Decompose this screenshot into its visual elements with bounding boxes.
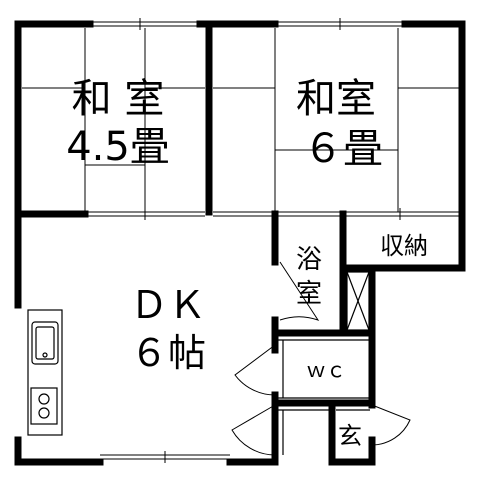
room-label-wc: ｗｃ	[306, 358, 346, 382]
room-label-dk-line2: ６帖	[130, 331, 206, 375]
room-label-washitsu-small-line1: 和 室	[72, 76, 165, 122]
room-label-washitsu-large-line2: ６畳	[303, 126, 383, 172]
room-label-bath-line1: 浴	[296, 245, 322, 275]
walls	[14, 20, 466, 466]
room-label-bath-line2: 室	[296, 279, 322, 309]
windows	[22, 18, 460, 463]
room-label-entrance: 玄	[338, 422, 362, 450]
partition-lines	[278, 271, 370, 455]
room-label-dk-line1: ＤＫ	[130, 283, 206, 327]
room-label-washitsu-small-line2: 4.5畳	[66, 124, 170, 170]
stove-icon	[30, 387, 58, 425]
room-label-washitsu-large-line1: 和室	[296, 76, 376, 122]
room-label-storage: 収納	[380, 232, 428, 260]
door-swings	[231, 261, 411, 456]
sink-icon	[31, 321, 59, 365]
kitchen-counter	[27, 309, 63, 436]
tatami-seams	[22, 28, 460, 212]
